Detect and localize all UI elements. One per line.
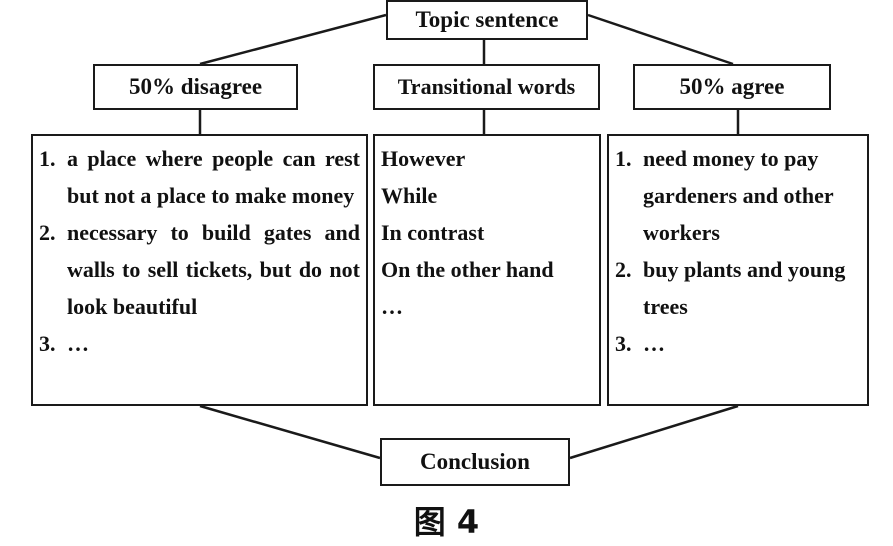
agree-reason-item: 2. buy plants and young trees [615,251,861,325]
agree-reason-item: 1. need money to pay gardeners and other… [615,140,861,251]
item-text: buy plants and young trees [643,257,846,319]
agree-header-label: 50% agree [679,74,785,99]
item-number: 2. [39,220,56,245]
item-number: 1. [39,146,56,171]
transitional-header-box: Transitional words [373,64,600,110]
connector-topic-disagree [199,13,387,66]
disagree-reasons-box: 1. a place where people can rest but not… [31,134,368,406]
connector-right-conclusion [569,404,739,460]
disagree-reason-item: 2. necessary to build gates and walls to… [39,214,360,325]
transitional-word: In contrast [381,220,485,245]
agree-reason-item: 3. … [615,325,861,362]
transitional-word: … [381,294,403,319]
transitional-header-label: Transitional words [397,74,576,99]
figure-caption: 图 4 [413,503,480,541]
disagree-reason-item: 1. a place where people can rest but not… [39,140,360,214]
item-text: need money to pay gardeners and other wo… [643,146,834,245]
transitional-word: On the other hand [381,257,554,282]
transitional-words-box: However While In contrast On the other h… [373,134,601,406]
item-number: 3. [615,331,632,356]
topic-sentence-label: Topic sentence [415,7,559,32]
conclusion-label: Conclusion [420,449,530,474]
connector-topic-agree [587,13,734,66]
disagree-header-label: 50% disagree [128,74,263,99]
disagree-header-box: 50% disagree [93,64,298,110]
agree-header-box: 50% agree [633,64,831,110]
disagree-reason-item: 3. … [39,325,360,362]
item-text: … [67,331,89,356]
item-text: a place where people can rest but not a … [67,146,360,208]
topic-sentence-box: Topic sentence [386,0,588,40]
connector-left-conclusion [199,404,381,460]
transitional-word: While [381,183,438,208]
transitional-word: However [381,146,466,171]
conclusion-box: Conclusion [380,438,570,486]
item-number: 3. [39,331,56,356]
item-number: 1. [615,146,632,171]
item-number: 2. [615,257,632,282]
item-text: necessary to build gates and walls to se… [67,220,360,319]
item-text: … [643,331,665,356]
agree-reasons-box: 1. need money to pay gardeners and other… [607,134,869,406]
